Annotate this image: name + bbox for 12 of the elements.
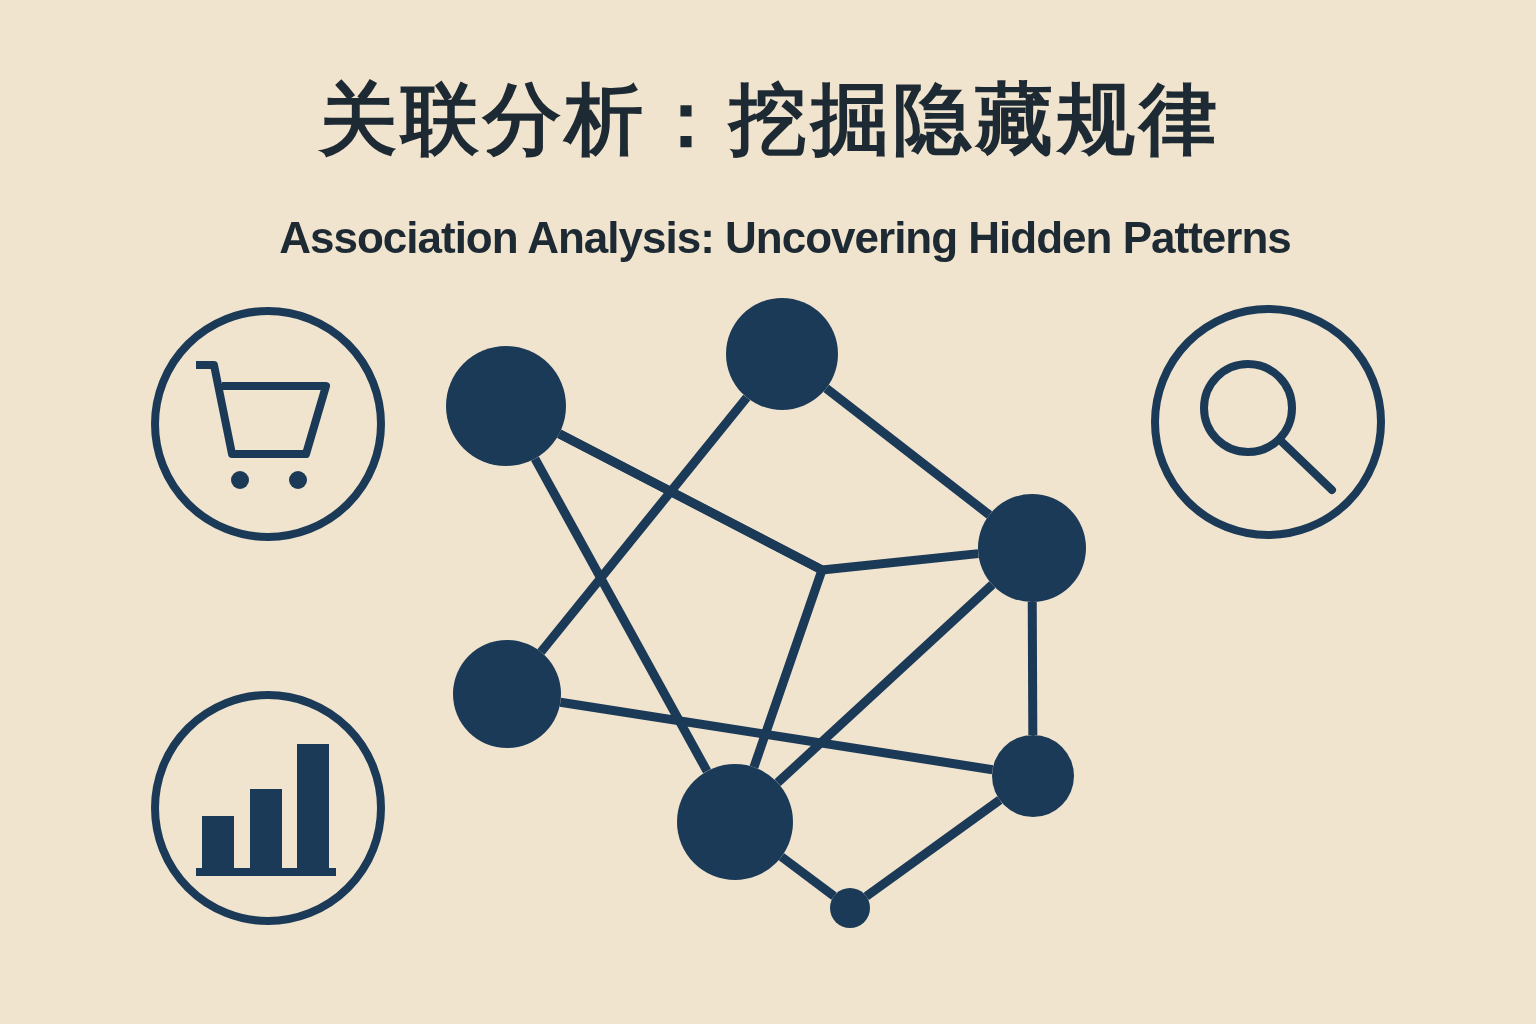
connector-line (559, 697, 994, 775)
connector-line (863, 796, 1003, 900)
connector-line (1027, 602, 1038, 735)
connector-line (778, 853, 837, 900)
connector-line (557, 429, 827, 769)
connector-line (537, 394, 751, 655)
connector-line (774, 581, 996, 786)
subtitle: Association Analysis: Uncovering Hidden Patterns (278, 212, 1292, 264)
network-node (830, 888, 870, 928)
connector-line (823, 384, 993, 519)
title: 关联分析：挖掘隐藏规律 (317, 80, 1222, 158)
connector-line (531, 456, 711, 774)
